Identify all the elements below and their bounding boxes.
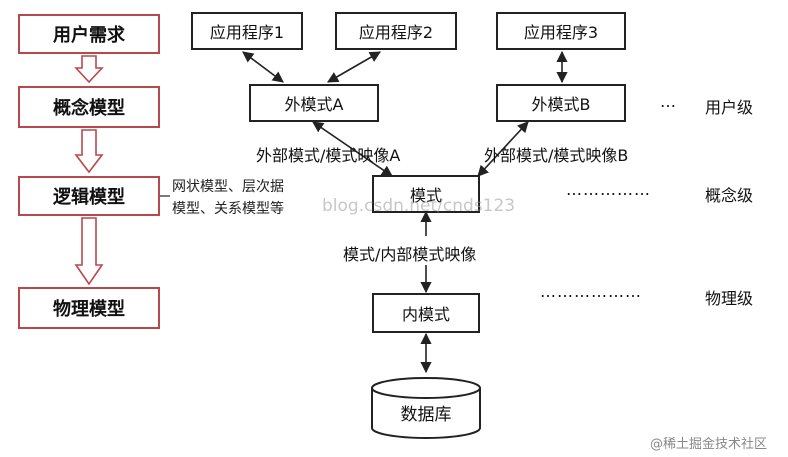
logical-model-note: 网状模型、层次据 模型、关系模型等 (172, 176, 284, 220)
external-mapping-b-label: 外部模式/模式映像B (484, 146, 629, 165)
app1-box: 应用程序1 (191, 12, 303, 50)
credit-text: @稀土掘金技术社区 (650, 437, 768, 452)
app3-box: 应用程序3 (496, 12, 626, 50)
user-level-dots: … (660, 92, 677, 111)
physical-level-label: 物理级 (705, 289, 754, 308)
down-arrow-1 (74, 55, 104, 84)
watermark: blog.csdn.net/cnds123 (322, 196, 516, 216)
database-label: 数据库 (400, 404, 452, 425)
concept-level-dots: …………… (566, 180, 651, 199)
extB-schema-arrow (477, 121, 529, 177)
down-arrow-3 (74, 217, 104, 286)
internal-mapping-label: 模式/内部模式映像 (343, 245, 477, 264)
schema-box: 模式 (372, 175, 480, 213)
external-mapping-a-label: 外部模式/模式映像A (256, 146, 401, 165)
internal-schema-box: 内模式 (372, 293, 480, 333)
app1-extA-arrow (242, 51, 284, 83)
concept-level-label: 概念级 (705, 186, 754, 205)
external-schema-b-box: 外模式B (496, 84, 626, 122)
physical-level-dots: ……………… (540, 282, 642, 301)
logical-note-line1: 网状模型、层次据 (172, 179, 284, 195)
user-level-label: 用户级 (705, 98, 754, 117)
app2-extA-arrow (327, 51, 381, 83)
database-cylinder (371, 377, 481, 439)
logical-model-box: 逻辑模型 (18, 176, 160, 216)
external-schema-a-box: 外模式A (249, 84, 379, 122)
logical-note-line2: 模型、关系模型等 (172, 201, 284, 217)
extA-schema-arrow (312, 121, 393, 177)
down-arrow-2 (74, 129, 104, 174)
physical-model-box: 物理模型 (18, 287, 160, 329)
conceptual-model-box: 概念模型 (18, 86, 160, 128)
user-requirements-box: 用户需求 (18, 14, 160, 54)
app2-box: 应用程序2 (335, 12, 457, 50)
